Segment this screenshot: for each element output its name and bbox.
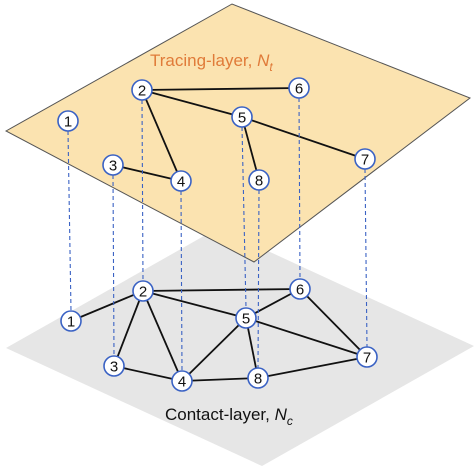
tracing-title-subscript: t — [269, 60, 273, 74]
tracing-layer-title: Tracing-layer, Nt — [150, 51, 273, 74]
contact-edge-4-8 — [181, 377, 259, 382]
contact-edge-8-7 — [257, 356, 368, 379]
contact-node-circle — [356, 346, 378, 368]
tracing-node-label: 4 — [177, 174, 185, 191]
tracing-node-8: 8 — [248, 169, 270, 191]
tracing-node-6: 6 — [288, 77, 310, 99]
contact-node-7: 7 — [356, 346, 378, 368]
contact-node-1: 1 — [60, 310, 82, 332]
interlayer-link-1 — [67, 130, 72, 312]
tracing-node-circle — [57, 110, 79, 132]
contact-node-5: 5 — [235, 307, 257, 329]
tracing-node-label: 1 — [64, 114, 72, 131]
contact-title-text: Contact-layer, — [165, 405, 275, 424]
tracing-node-circle — [248, 169, 270, 191]
tracing-node-label: 6 — [295, 81, 303, 98]
contact-node-label: 6 — [296, 282, 304, 299]
tracing-node-7: 7 — [354, 148, 376, 170]
contact-node-circle — [247, 367, 269, 389]
tracing-edge-2-5 — [141, 89, 243, 118]
contact-layer-nodes: 1 2 3 4 5 6 7 8 — [60, 278, 378, 392]
contact-node-circle — [132, 280, 154, 302]
contact-node-circle — [103, 355, 125, 377]
interlayer-link-7 — [364, 168, 368, 348]
tracing-node-circle — [231, 106, 253, 128]
tracing-layer-plane — [4, 3, 472, 263]
tracing-layer-edges — [112, 87, 366, 182]
contact-title-subscript: c — [287, 414, 293, 428]
tracing-node-3: 3 — [102, 154, 124, 176]
contact-node-circle — [60, 310, 82, 332]
contact-edge-2-6 — [142, 288, 301, 292]
contact-node-label: 3 — [110, 359, 118, 376]
interlayer-link-2 — [141, 99, 144, 282]
interlayer-link-8 — [257, 189, 260, 369]
contact-node-label: 2 — [139, 284, 147, 301]
tracing-title-text: Tracing-layer, — [150, 51, 257, 70]
interlayer-link-6 — [298, 97, 301, 280]
contact-node-label: 8 — [254, 371, 262, 388]
interlayer-link-5 — [241, 126, 247, 309]
contact-layer-plane — [6, 228, 474, 466]
contact-node-label: 1 — [67, 314, 75, 331]
contact-edge-2-4 — [142, 290, 183, 382]
contact-edge-1-2 — [70, 290, 144, 322]
contact-edge-2-5 — [142, 290, 247, 319]
contact-layer-title: Contact-layer, Nc — [165, 405, 293, 428]
tracing-node-circle — [102, 154, 124, 176]
tracing-node-label: 2 — [138, 83, 146, 100]
tracing-node-5: 5 — [231, 106, 253, 128]
contact-edge-6-7 — [299, 288, 368, 358]
contact-node-8: 8 — [247, 367, 269, 389]
tracing-layer-nodes: 1 2 3 4 5 6 7 8 — [57, 77, 376, 192]
tracing-node-label: 3 — [109, 158, 117, 175]
contact-node-circle — [289, 278, 311, 300]
tracing-edge-5-8 — [241, 116, 260, 181]
tracing-edge-3-4 — [112, 164, 182, 182]
tracing-node-circle — [354, 148, 376, 170]
tracing-edge-5-7 — [241, 116, 366, 160]
contact-title-symbol: N — [275, 405, 288, 424]
tracing-node-label: 5 — [238, 110, 246, 127]
contact-edge-5-7 — [245, 317, 368, 358]
tracing-node-1: 1 — [57, 110, 79, 132]
contact-edge-3-4 — [113, 365, 183, 382]
contact-node-label: 5 — [242, 311, 250, 328]
tracing-edge-2-6 — [141, 87, 300, 91]
contact-edge-4-5 — [181, 317, 247, 382]
tracing-node-circle — [131, 79, 153, 101]
contact-node-circle — [171, 370, 193, 392]
tracing-node-circle — [170, 170, 192, 192]
contact-node-2: 2 — [132, 280, 154, 302]
contact-node-4: 4 — [171, 370, 193, 392]
tracing-node-circle — [288, 77, 310, 99]
tracing-title-symbol: N — [257, 51, 270, 70]
contact-node-label: 4 — [178, 374, 186, 391]
interlayer-link-4 — [180, 190, 183, 372]
tracing-node-2: 2 — [131, 79, 153, 101]
contact-edge-2-3 — [113, 290, 144, 367]
interlayer-links — [67, 97, 368, 372]
tracing-edge-2-4 — [141, 89, 182, 182]
contact-node-label: 7 — [363, 350, 371, 367]
tracing-node-4: 4 — [170, 170, 192, 192]
interlayer-link-3 — [112, 174, 115, 357]
tracing-node-label: 8 — [255, 173, 263, 190]
contact-node-circle — [235, 307, 257, 329]
tracing-node-label: 7 — [361, 152, 369, 169]
contact-node-3: 3 — [103, 355, 125, 377]
contact-node-6: 6 — [289, 278, 311, 300]
